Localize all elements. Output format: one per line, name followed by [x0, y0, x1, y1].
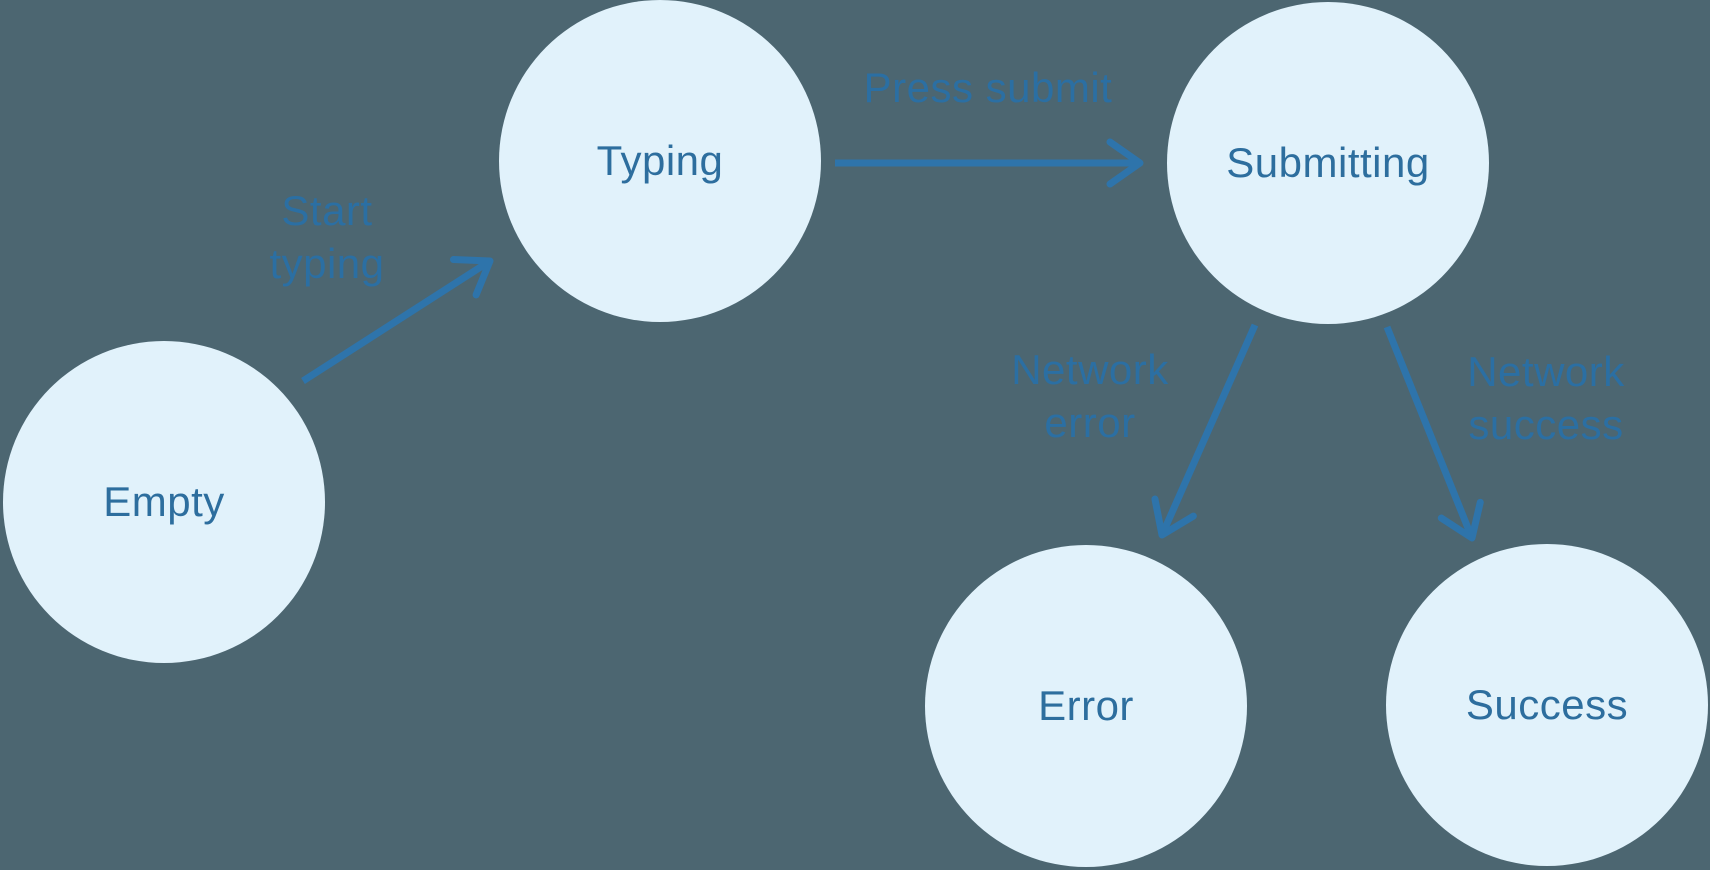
arrow-submitting-to-success [1383, 325, 1484, 542]
edge-label-press-submit: Press submit [863, 64, 1113, 111]
state-label-submitting: Submitting [1226, 139, 1430, 186]
state-label-typing: Typing [596, 137, 724, 184]
state-label-empty: Empty [103, 478, 225, 525]
edge-label-start-typing: Start typing [269, 187, 385, 287]
state-node-error: Error [925, 545, 1247, 867]
state-label-error: Error [1038, 682, 1134, 729]
edge-label-network-success: Network success [1467, 348, 1625, 448]
edge-label-network-error: Network error [1011, 346, 1169, 446]
state-node-empty: Empty [3, 341, 325, 663]
state-label-success: Success [1465, 681, 1629, 728]
arrow-submitting-to-error [1151, 323, 1259, 539]
state-node-submitting: Submitting [1167, 2, 1489, 324]
state-node-success: Success [1386, 544, 1708, 866]
state-node-typing: Typing [499, 0, 821, 322]
arrow-empty-to-typing [301, 256, 494, 384]
